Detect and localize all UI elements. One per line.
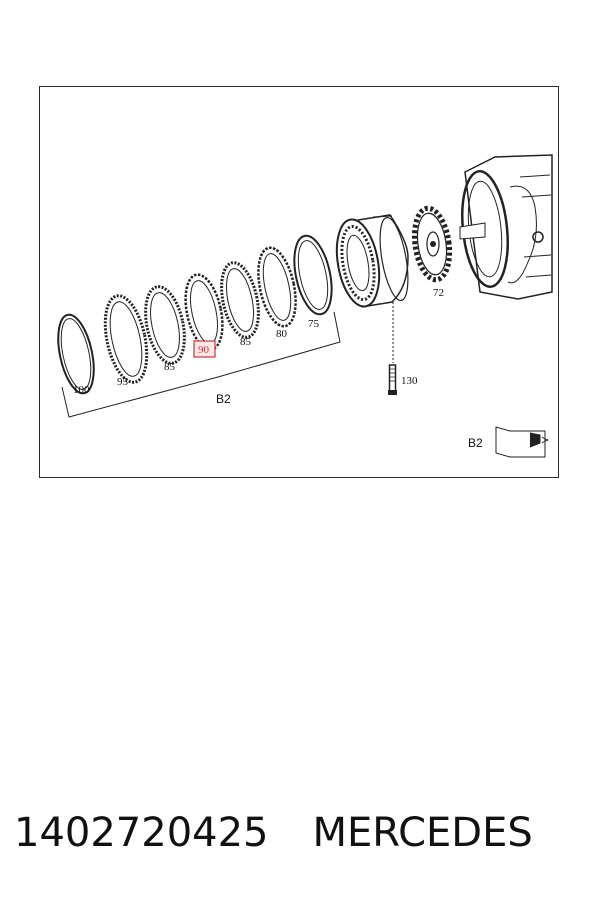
- label-75: 75: [308, 318, 320, 330]
- group-bracket: [61, 311, 341, 418]
- label-85-a: 85: [164, 361, 176, 373]
- clutch-drum: [335, 214, 409, 308]
- transmission-housing: [459, 154, 553, 300]
- label-85-b: 85: [240, 336, 252, 348]
- label-72: 72: [433, 287, 444, 299]
- part-72-sprocket: [411, 205, 453, 283]
- part-number: 1402720425: [14, 810, 269, 856]
- part-85-disc-a: [144, 285, 186, 365]
- part-130-bolt: [388, 302, 397, 395]
- part-75-pressure-plate: [293, 234, 333, 316]
- brand-name: MERCEDES: [312, 810, 533, 856]
- part-80-disc: [257, 246, 297, 328]
- inset-b2-reference: B2: [468, 426, 549, 458]
- group-label-b2: B2: [216, 392, 231, 406]
- label-90-highlight[interactable]: 90: [193, 340, 216, 358]
- part-95-disc: [103, 294, 149, 384]
- part-100-snap-ring: [57, 313, 95, 395]
- label-130: 130: [401, 375, 418, 387]
- inset-label-b2: B2: [468, 436, 483, 450]
- label-90: 90: [198, 344, 210, 356]
- label-80: 80: [276, 328, 288, 340]
- footer-caption: 1402720425 MERCEDES: [14, 798, 594, 868]
- part-85-disc-b: [220, 261, 260, 339]
- label-95: 95: [117, 376, 129, 388]
- diagram-frame: 100 95 85 90 85 80 75 72 130 B2 B2: [39, 86, 559, 478]
- label-100: 100: [73, 384, 90, 396]
- exploded-parts-diagram: 100 95 85 90 85 80 75 72 130 B2 B2: [57, 154, 553, 458]
